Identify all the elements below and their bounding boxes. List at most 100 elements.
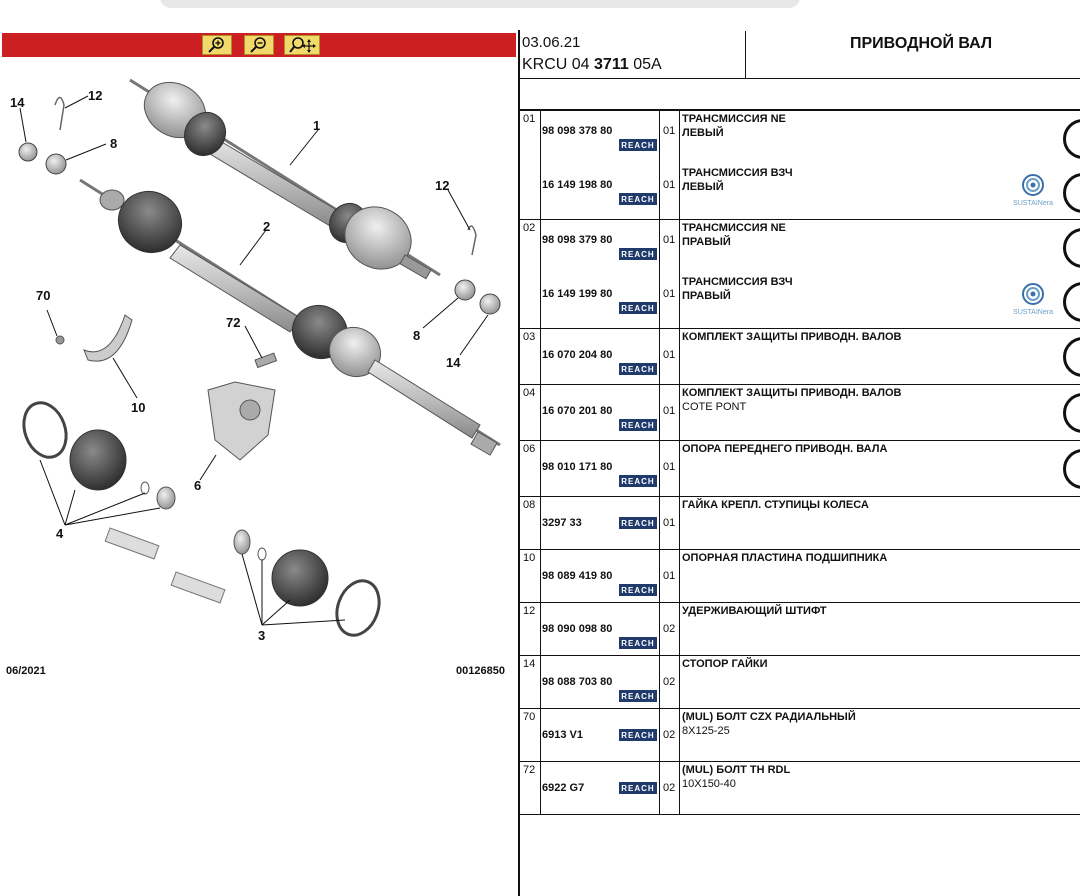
description-line: УДЕРЖИВАЮЩИЙ ШТИФТ bbox=[682, 605, 827, 617]
callout-14-left: 14 bbox=[10, 95, 25, 110]
part-number[interactable]: 16 070 201 80 bbox=[542, 405, 613, 417]
zoom-out-icon bbox=[250, 37, 266, 53]
column-divider bbox=[679, 762, 680, 814]
column-divider bbox=[659, 385, 660, 440]
column-divider bbox=[540, 656, 541, 708]
item-number: 12 bbox=[523, 605, 536, 617]
item-number: 70 bbox=[523, 711, 536, 723]
select-circle-icon[interactable] bbox=[1063, 228, 1080, 268]
select-circle-icon[interactable] bbox=[1063, 173, 1080, 213]
part-description: ГАЙКА КРЕПЛ. СТУПИЦЫ КОЛЕСА bbox=[682, 498, 869, 512]
column-divider bbox=[679, 603, 680, 655]
column-divider bbox=[679, 709, 680, 761]
description-note: 10X150-40 bbox=[682, 778, 736, 790]
part-number[interactable]: 16 149 199 80 bbox=[542, 288, 613, 300]
boot-kit-3 bbox=[170, 529, 381, 637]
column-divider bbox=[659, 550, 660, 602]
reach-badge: REACH bbox=[619, 475, 657, 487]
quantity: 01 bbox=[663, 570, 676, 582]
select-circle-icon[interactable] bbox=[1063, 449, 1080, 489]
nut-and-pin-right bbox=[454, 225, 501, 315]
item-number: 03 bbox=[523, 331, 536, 343]
select-circle-icon[interactable] bbox=[1063, 393, 1080, 433]
description-line: ЛЕВЫЙ bbox=[682, 127, 724, 139]
part-number[interactable]: 98 090 098 80 bbox=[542, 623, 613, 635]
part-number[interactable]: 98 010 171 80 bbox=[542, 461, 613, 473]
column-divider bbox=[659, 709, 660, 761]
description-line: СТОПОР ГАЙКИ bbox=[682, 658, 768, 670]
column-divider bbox=[659, 762, 660, 814]
callout-72: 72 bbox=[226, 315, 240, 330]
part-number[interactable]: 6913 V1 bbox=[542, 729, 583, 741]
quantity: 01 bbox=[663, 461, 676, 473]
part-number[interactable]: 6922 G7 bbox=[542, 782, 585, 794]
reach-badge: REACH bbox=[619, 193, 657, 205]
item-number: 10 bbox=[523, 552, 536, 564]
part-number[interactable]: 16 149 198 80 bbox=[542, 179, 613, 191]
part-number[interactable]: 16 070 204 80 bbox=[542, 349, 613, 361]
sustainera-logo: SUSTAINera bbox=[1008, 282, 1058, 316]
part-number[interactable]: 98 089 419 80 bbox=[542, 570, 613, 582]
callout-14-right: 14 bbox=[446, 355, 461, 370]
column-divider bbox=[679, 111, 680, 219]
callout-8-right: 8 bbox=[413, 328, 420, 343]
drive-shaft-left bbox=[129, 78, 441, 280]
description-line: ОПОРНАЯ ПЛАСТИНА ПОДШИПНИКА bbox=[682, 552, 888, 564]
zoom-out-button[interactable] bbox=[244, 35, 274, 55]
zoom-pan-button[interactable] bbox=[284, 35, 320, 55]
column-divider bbox=[540, 111, 541, 219]
callout-4: 4 bbox=[56, 526, 64, 541]
quantity: 01 bbox=[663, 405, 676, 417]
ref-bold: 3711 bbox=[594, 56, 629, 73]
part-number[interactable]: 3297 33 bbox=[542, 517, 582, 529]
quantity: 02 bbox=[663, 782, 676, 794]
reach-badge: REACH bbox=[619, 690, 657, 702]
description-line: (MUL) БОЛТ CZX РАДИАЛЬНЫЙ bbox=[682, 711, 856, 723]
description-line: ПРАВЫЙ bbox=[682, 236, 731, 248]
item-number: 06 bbox=[523, 443, 536, 455]
description-line: ТРАНСМИССИЯ ВЗЧ bbox=[682, 276, 793, 288]
callout-1: 1 bbox=[313, 118, 320, 133]
item-number: 02 bbox=[523, 222, 536, 234]
catalog-reference: KRCU 04 3711 05A bbox=[522, 56, 662, 74]
part-description: УДЕРЖИВАЮЩИЙ ШТИФТ bbox=[682, 604, 827, 618]
description-line: КОМПЛЕКТ ЗАЩИТЫ ПРИВОДН. ВАЛОВ bbox=[682, 387, 902, 399]
select-circle-icon[interactable] bbox=[1063, 337, 1080, 377]
column-divider bbox=[659, 603, 660, 655]
callout-10: 10 bbox=[131, 400, 145, 415]
reach-badge: REACH bbox=[619, 363, 657, 375]
zoom-in-button[interactable] bbox=[202, 35, 232, 55]
quantity: 01 bbox=[663, 288, 676, 300]
callout-12-right: 12 bbox=[435, 178, 449, 193]
column-divider bbox=[679, 441, 680, 496]
exploded-parts-diagram: 1 2 3 4 6 8 8 10 12 12 14 14 70 72 bbox=[10, 78, 501, 643]
panel-divider bbox=[518, 30, 520, 896]
item-number: 01 bbox=[523, 113, 536, 125]
column-divider bbox=[540, 497, 541, 549]
column-divider bbox=[540, 385, 541, 440]
select-circle-icon[interactable] bbox=[1063, 282, 1080, 322]
column-divider bbox=[659, 441, 660, 496]
diagram-date: 06/2021 bbox=[6, 665, 46, 677]
description-line: ПРАВЫЙ bbox=[682, 290, 731, 302]
catalog-header: 03.06.21 KRCU 04 3711 05A ПРИВОДНОЙ ВАЛ bbox=[520, 31, 1080, 79]
part-number[interactable]: 98 098 379 80 bbox=[542, 234, 613, 246]
reach-badge: REACH bbox=[619, 782, 657, 794]
select-circle-icon[interactable] bbox=[1063, 119, 1080, 159]
part-number[interactable]: 98 088 703 80 bbox=[542, 676, 613, 688]
part-number[interactable]: 98 098 378 80 bbox=[542, 125, 613, 137]
description-line: КОМПЛЕКТ ЗАЩИТЫ ПРИВОДН. ВАЛОВ bbox=[682, 331, 902, 343]
